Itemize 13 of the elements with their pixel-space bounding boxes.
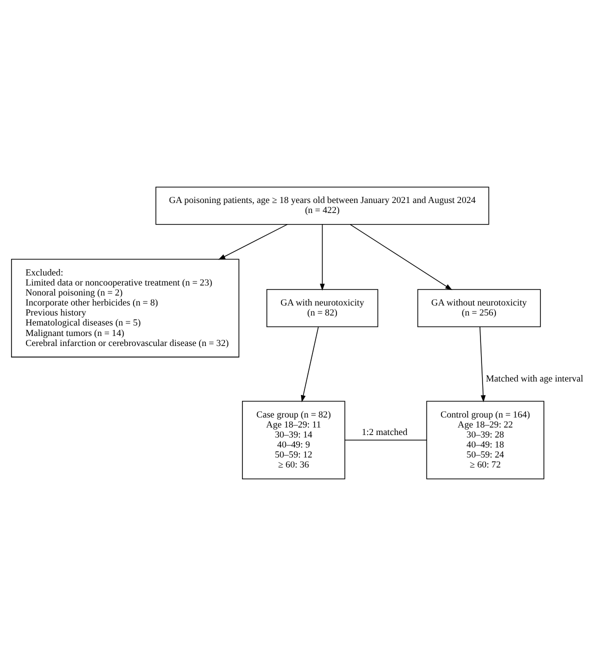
arrow [350,224,452,290]
arrow [218,224,288,260]
edge-label: Matched with age interval [486,374,584,385]
node-box: Excluded: Limited data or noncooperative treatment (n = 23) Nonoral poisoning (n = 2) Incorporate other herbicides (n = 8) Previous history Hematological diseases (n = 5) Malignant tumors (n = 14) Cerebral infarction or cerebrovascular disease (n = 32) [11,258,240,358]
arrow [300,326,319,402]
arrow [480,326,486,402]
arrow [320,224,325,291]
node-box: GA without neurotoxicity (n = 256) [417,289,541,328]
edge-label: 1:2 matched [362,428,408,438]
node-box: Case group (n = 82) Age 18–29: 11 30–39: 14 40–49: 9 50–59: 12 ≥ 60: 36 [242,400,346,480]
node-box: Control group (n = 164) Age 18–29: 22 30–39: 28 40–49: 18 50–59: 24 ≥ 60: 72 [426,400,544,480]
node-box: GA with neurotoxicity (n = 82) [266,289,378,328]
node-box: GA poisoning patients, age ≥ 18 years old between January 2021 and August 2024 (n = 422) [155,186,490,225]
